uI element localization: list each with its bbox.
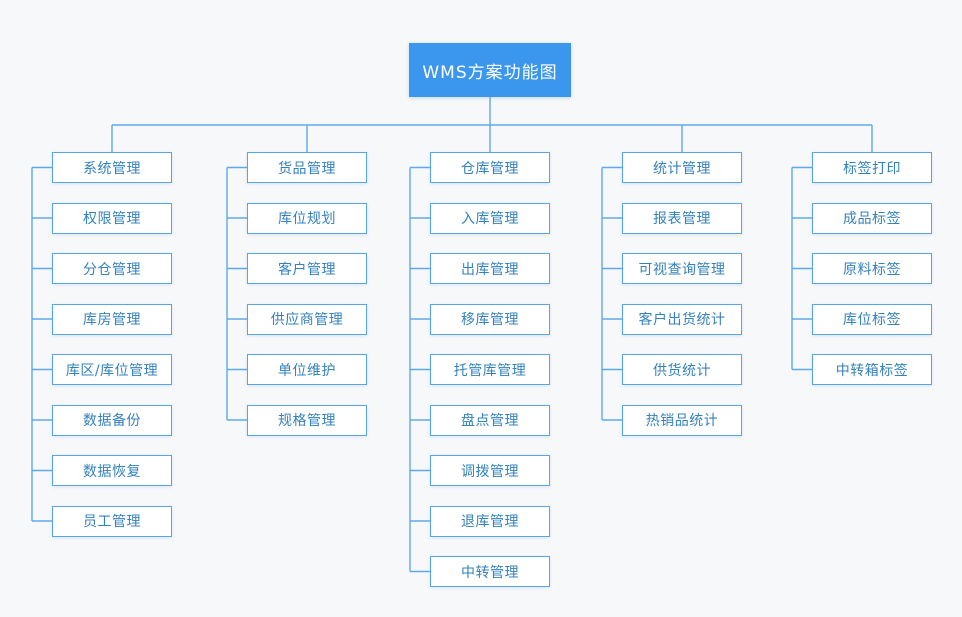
node-label: 供应商管理	[270, 312, 344, 328]
node-label: 客户管理	[278, 261, 336, 278]
node-label: 可视查询管理	[638, 261, 726, 278]
node-label: 规格管理	[278, 413, 336, 429]
child-node: 原料标签	[812, 253, 932, 284]
node-label: 成品标签	[843, 211, 901, 227]
node-label: 员工管理	[83, 514, 141, 530]
node-label: 供货统计	[653, 362, 711, 379]
node-label: 数据备份	[83, 413, 141, 429]
child-node: 规格管理	[247, 404, 367, 436]
node-label: 中转管理	[461, 564, 519, 581]
node-label: 库位标签	[843, 312, 901, 328]
child-node: 中转管理	[430, 556, 550, 587]
child-node: 报表管理	[622, 202, 742, 234]
child-node: 可视查询管理	[622, 253, 742, 284]
node-label: 托管库管理	[453, 362, 527, 379]
child-node: 客户出货统计	[622, 303, 742, 335]
child-node: 移库管理	[430, 303, 550, 335]
column-parent-node: 标签打印	[812, 152, 932, 183]
node-label: 调拨管理	[461, 463, 519, 480]
node-label: 盘点管理	[461, 413, 519, 429]
node-label: 统计管理	[653, 160, 711, 177]
node-label: 入库管理	[461, 211, 519, 227]
child-node: 库位规划	[247, 202, 367, 234]
node-label: 报表管理	[653, 211, 711, 227]
node-label: 权限管理	[83, 211, 141, 227]
column-parent-node: 货品管理	[247, 152, 367, 183]
node-label: 货品管理	[278, 160, 336, 177]
node-label: 系统管理	[83, 160, 141, 177]
child-node: 单位维护	[247, 354, 367, 385]
child-node: 托管库管理	[430, 354, 550, 385]
column-parent-node: 系统管理	[52, 152, 172, 183]
root-node-label: WMS方案功能图	[422, 62, 558, 83]
child-node: 员工管理	[52, 505, 172, 537]
node-label: 分仓管理	[83, 261, 141, 278]
column-parent-node: 仓库管理	[430, 152, 550, 183]
node-label: 数据恢复	[83, 463, 141, 480]
child-node: 数据备份	[52, 404, 172, 436]
child-node: 客户管理	[247, 253, 367, 284]
column-parent-node: 统计管理	[622, 152, 742, 183]
node-label: 热销品统计	[645, 413, 719, 429]
child-node: 库位标签	[812, 303, 932, 335]
child-node: 成品标签	[812, 202, 932, 234]
node-label: 移库管理	[461, 312, 519, 328]
root-node: WMS方案功能图	[409, 43, 571, 97]
node-label: 退库管理	[461, 514, 519, 530]
child-node: 调拨管理	[430, 455, 550, 486]
child-node: 中转箱标签	[812, 354, 932, 385]
child-node: 数据恢复	[52, 455, 172, 486]
child-node: 库房管理	[52, 303, 172, 335]
node-label: 出库管理	[461, 261, 519, 278]
node-label: 库房管理	[83, 312, 141, 328]
child-node: 退库管理	[430, 505, 550, 537]
child-node: 分仓管理	[52, 253, 172, 284]
child-node: 库区/库位管理	[52, 354, 172, 385]
node-label: 库位规划	[278, 211, 336, 227]
node-label: 单位维护	[278, 362, 336, 379]
node-label: 库区/库位管理	[65, 362, 159, 379]
node-label: 原料标签	[843, 261, 901, 278]
child-node: 热销品统计	[622, 404, 742, 436]
child-node: 入库管理	[430, 202, 550, 234]
child-node: 出库管理	[430, 253, 550, 284]
node-label: 仓库管理	[461, 160, 519, 177]
child-node: 供应商管理	[247, 303, 367, 335]
node-label: 标签打印	[843, 160, 901, 177]
child-node: 供货统计	[622, 354, 742, 385]
node-label: 中转箱标签	[835, 362, 909, 379]
child-node: 权限管理	[52, 202, 172, 234]
node-label: 客户出货统计	[638, 312, 726, 328]
child-node: 盘点管理	[430, 404, 550, 436]
